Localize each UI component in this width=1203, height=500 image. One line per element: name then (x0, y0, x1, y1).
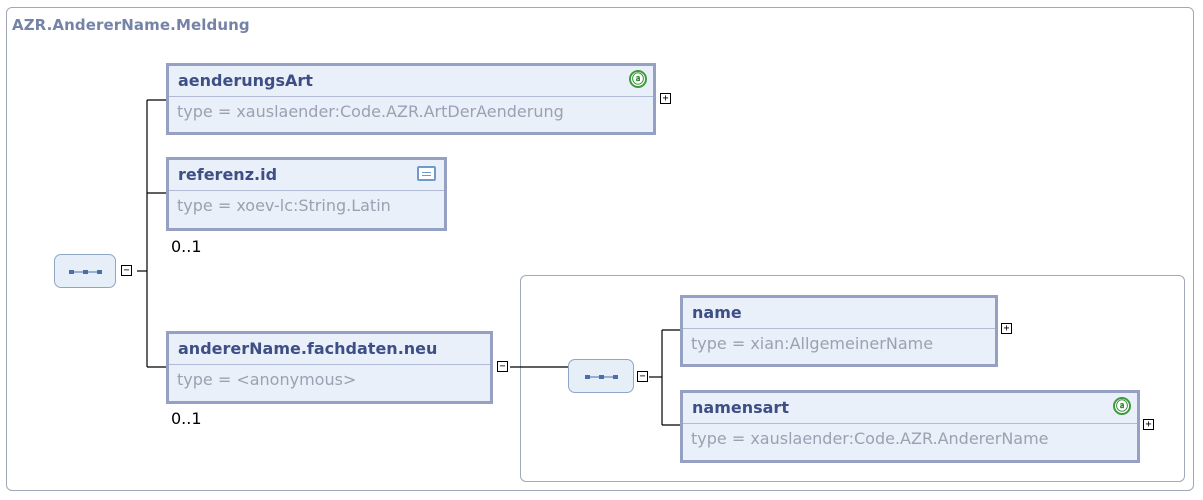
expand-toggle-aenderungsart[interactable]: + (660, 93, 671, 104)
element-aenderungsart[interactable]: aenderungsArt ⓐ type = xauslaender:Code.… (166, 63, 656, 135)
element-aenderungsart-header: aenderungsArt ⓐ (169, 66, 653, 97)
element-name[interactable]: name type = xian:AllgemeinerName (680, 295, 998, 367)
element-namensart[interactable]: namensart ⓐ type = xauslaender:Code.AZR.… (680, 390, 1140, 463)
element-aenderungsart-name: aenderungsArt (178, 71, 313, 90)
expand-toggle-name[interactable]: + (1001, 323, 1012, 334)
sequence-icon (69, 270, 102, 274)
element-namensart-header: namensart ⓐ (683, 393, 1137, 424)
element-fachdaten-type: type = <anonymous> (177, 370, 357, 389)
element-anderername-fachdaten-neu[interactable]: andererName.fachdaten.neu type = <anonym… (166, 331, 493, 404)
element-namensart-name: namensart (692, 398, 789, 417)
sequence-compositor-root[interactable] (54, 254, 116, 288)
attribute-icon: ⓐ (1113, 397, 1131, 415)
element-referenz-id-name: referenz.id (178, 165, 278, 184)
element-name-header: name (683, 298, 995, 329)
cardinality-fachdaten: 0..1 (171, 409, 202, 428)
expand-toggle-namensart[interactable]: + (1143, 419, 1154, 430)
collapse-toggle-fachdaten[interactable]: − (497, 361, 508, 372)
sequence-icon (585, 375, 618, 379)
collapse-toggle-root[interactable]: − (121, 265, 132, 276)
element-referenz-id[interactable]: referenz.id type = xoev-lc:String.Latin (166, 157, 447, 231)
element-name-name: name (692, 303, 742, 322)
cardinality-referenz-id: 0..1 (171, 237, 202, 256)
element-referenz-id-type: type = xoev-lc:String.Latin (177, 196, 391, 215)
sequence-compositor-inner[interactable] (568, 359, 634, 393)
documentation-icon (417, 166, 436, 181)
element-namensart-type: type = xauslaender:Code.AZR.AndererName (691, 429, 1049, 448)
collapse-toggle-inner[interactable]: − (637, 371, 648, 382)
element-name-type: type = xian:AllgemeinerName (691, 334, 934, 353)
diagram-title: AZR.AndererName.Meldung (12, 16, 250, 34)
attribute-icon: ⓐ (629, 70, 647, 88)
element-aenderungsart-type: type = xauslaender:Code.AZR.ArtDerAender… (177, 102, 564, 121)
element-fachdaten-header: andererName.fachdaten.neu (169, 334, 490, 365)
anonymous-type-group (520, 275, 1185, 482)
element-referenz-id-header: referenz.id (169, 160, 444, 191)
element-fachdaten-name: andererName.fachdaten.neu (178, 339, 438, 358)
